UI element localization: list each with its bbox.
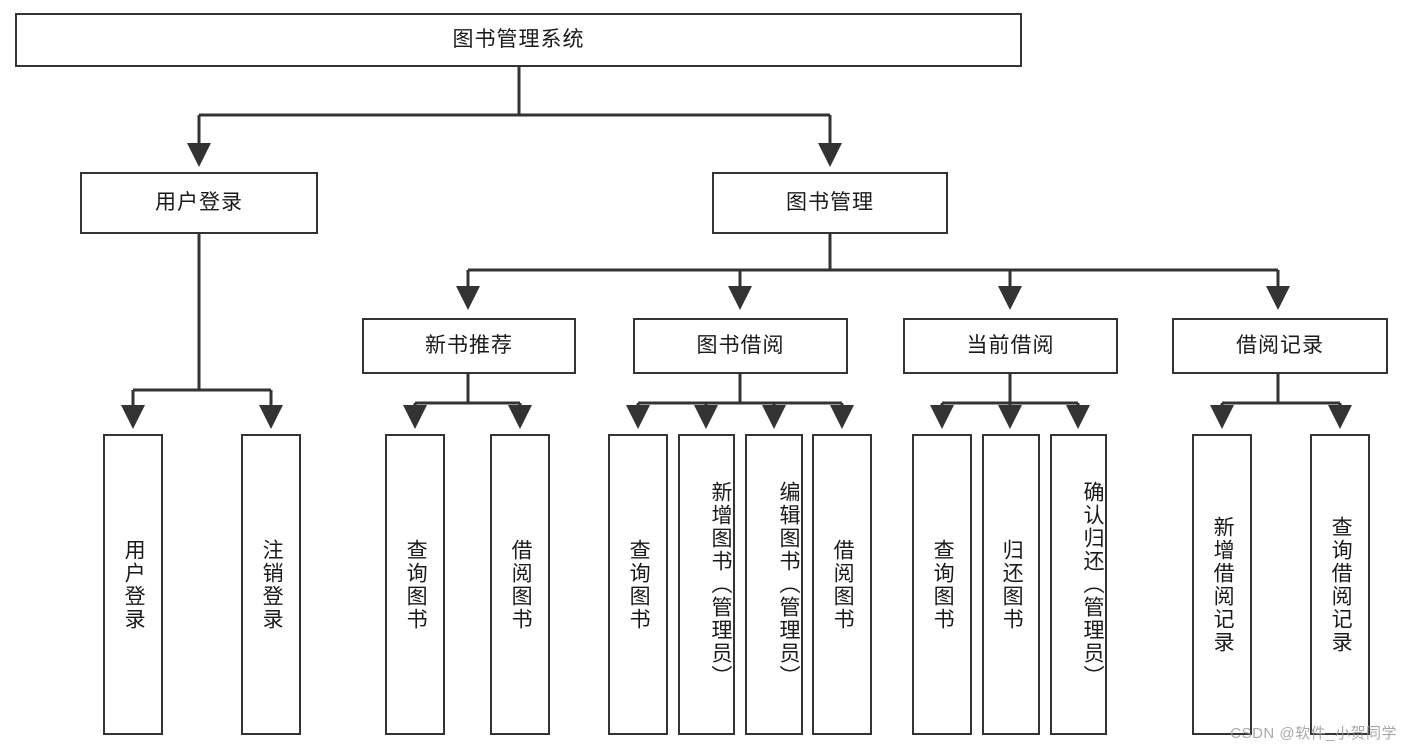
leaf-edit-book-label: 编辑图书（管理员）	[777, 481, 800, 688]
leaf-query-book-2[interactable]: 查询图书	[608, 434, 668, 735]
node-book-manage-label: 图书管理	[786, 191, 874, 215]
leaf-borrow-book-2-label: 借阅图书	[831, 538, 855, 631]
csdn-watermark: CSDN @软件_小贺同学	[1230, 725, 1397, 742]
node-book-manage[interactable]: 图书管理	[712, 172, 948, 234]
leaf-query-record[interactable]: 查询借阅记录	[1310, 434, 1370, 735]
leaf-add-book[interactable]: 新增图书（管理员）	[678, 434, 735, 735]
node-book-borrow-label: 图书借阅	[696, 334, 785, 358]
leaf-borrow-book-2[interactable]: 借阅图书	[812, 434, 872, 735]
leaf-return-book-label: 归还图书	[1000, 538, 1024, 631]
leaf-confirm-return-label: 确认归还（管理员）	[1081, 481, 1104, 688]
leaf-query-record-label: 查询借阅记录	[1329, 515, 1353, 654]
leaf-add-record[interactable]: 新增借阅记录	[1192, 434, 1252, 735]
leaf-confirm-return[interactable]: 确认归还（管理员）	[1050, 434, 1107, 735]
node-new-book-rec-label: 新书推荐	[425, 334, 513, 358]
node-current-borrow[interactable]: 当前借阅	[903, 318, 1118, 374]
node-root[interactable]: 图书管理系统	[15, 13, 1022, 67]
leaf-borrow-book-1-label: 借阅图书	[509, 538, 533, 631]
node-user-login[interactable]: 用户登录	[80, 172, 318, 234]
leaf-logout[interactable]: 注销登录	[241, 434, 301, 735]
node-borrow-record-label: 借阅记录	[1236, 334, 1324, 358]
node-root-label: 图书管理系统	[452, 28, 585, 52]
leaf-add-record-label: 新增借阅记录	[1211, 515, 1235, 654]
leaf-query-book-1-label: 查询图书	[404, 538, 428, 631]
leaf-query-book-3[interactable]: 查询图书	[912, 434, 972, 735]
leaf-query-book-2-label: 查询图书	[627, 538, 651, 631]
leaf-user-login-label: 用户登录	[122, 538, 146, 631]
node-book-borrow[interactable]: 图书借阅	[633, 318, 848, 374]
leaf-edit-book[interactable]: 编辑图书（管理员）	[745, 434, 803, 735]
leaf-add-book-label: 新增图书（管理员）	[709, 481, 732, 688]
leaf-return-book[interactable]: 归还图书	[982, 434, 1040, 735]
leaf-logout-label: 注销登录	[260, 538, 284, 631]
leaf-query-book-3-label: 查询图书	[931, 538, 955, 631]
leaf-user-login[interactable]: 用户登录	[103, 434, 163, 735]
leaf-query-book-1[interactable]: 查询图书	[385, 434, 445, 735]
node-current-borrow-label: 当前借阅	[966, 334, 1055, 358]
node-user-login-label: 用户登录	[155, 191, 243, 215]
node-new-book-rec[interactable]: 新书推荐	[362, 318, 576, 374]
node-borrow-record[interactable]: 借阅记录	[1172, 318, 1388, 374]
leaf-borrow-book-1[interactable]: 借阅图书	[490, 434, 550, 735]
